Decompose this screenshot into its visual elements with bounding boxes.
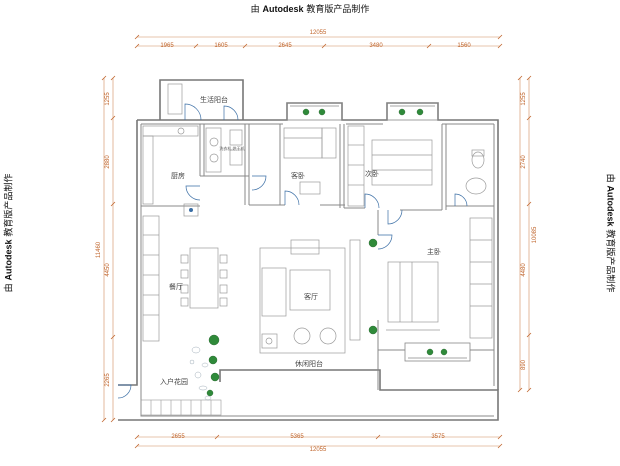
dim-right-seg-4: 890 [521,359,527,371]
room-label-living-room: 客厅 [304,293,318,301]
room-label-kitchen: 厨房 [171,172,185,180]
watermark-left: 由 Autodesk 教育版产品制作 [3,173,15,293]
room-label-utility-balcony: 生活阳台 [200,96,228,104]
dim-left-seg-1: 1255 [105,92,111,106]
dim-right-seg-3: 4480 [521,263,527,277]
dim-left-seg-3: 4450 [105,263,111,277]
room-label-dining: 餐厅 [169,283,183,291]
dim-left-seg-4: 2265 [105,373,111,387]
entry-garden-band [140,399,222,416]
dim-left-seg-2: 2880 [105,155,111,169]
kitchen-plant [189,208,193,212]
dim-top-seg-1: 1965 [160,43,174,49]
watermark-right: 由 Autodesk 教育版产品制作 [604,173,616,293]
dim-right-seg-1: 1255 [521,92,527,106]
dimension-lines [101,34,532,449]
dim-top-seg-5: 1560 [457,43,471,49]
watermark-top: 由 Autodesk 教育版产品制作 [250,4,370,15]
dim-top-seg-2: 1605 [214,43,228,49]
dim-bottom-seg-2: 5365 [290,434,304,440]
dim-top-seg-4: 3480 [369,43,383,49]
window-bays [286,102,471,362]
dim-bottom-total: 12055 [309,447,327,453]
doors [117,103,468,399]
dim-top-seg-3: 2645 [278,43,292,49]
garden-pebbles [189,346,212,401]
furniture [142,83,493,354]
dim-right-total: 10085 [532,226,538,244]
plants [206,108,448,397]
dim-top-total: 12055 [309,30,327,36]
washer-dryer-label: 洗衣机 烘干机 [219,146,245,151]
room-label-second-bedroom: 次卧 [365,170,379,178]
dim-bottom-seg-3: 3575 [431,434,445,440]
room-label-leisure-balcony: 休闲阳台 [295,360,323,368]
inner-walls [140,123,495,417]
dim-right-seg-2: 2740 [521,155,527,169]
exterior-walls [118,79,499,421]
dim-left-total: 11460 [96,241,102,259]
dim-bottom-seg-1: 2655 [171,434,185,440]
room-label-entry-garden: 入户花园 [160,378,188,386]
room-label-master-bedroom: 主卧 [427,248,441,256]
room-label-guest-bedroom: 客卧 [291,172,305,180]
